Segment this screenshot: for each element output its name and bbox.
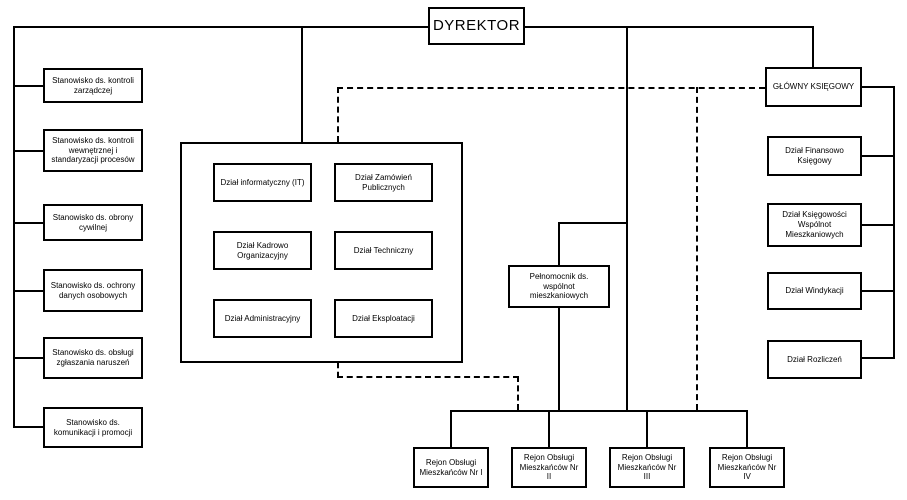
connector-stub-region-3	[646, 410, 648, 447]
node-rejon-2: Rejon Obsługi Mieszkańców Nr II	[511, 447, 587, 488]
node-glowny-ksiegowy: GŁÓWNY KSIĘGOWY	[765, 67, 862, 107]
node-dzial-informatyczny: Dział informatyczny (IT)	[213, 163, 312, 202]
node-dzial-kadrowo: Dział Kadrowo Organizacyjny	[213, 231, 312, 270]
node-rejon-3: Rejon Obsługi Mieszkańców Nr III	[609, 447, 685, 488]
connector-stub-region-2	[548, 410, 550, 447]
connector-representative-branch-horizontal	[558, 222, 628, 224]
node-dzial-eksploatacji: Dział Eksploatacji	[334, 299, 433, 338]
node-stanowisko-komunikacji: Stanowisko ds. komunikacji i promocji	[43, 407, 143, 448]
connector-accounting-spine-vertical	[893, 86, 895, 359]
connector-stub-accounting-3	[862, 290, 893, 292]
node-stanowisko-kontroli-zarzadczej: Stanowisko ds. kontroli zarządczej	[43, 68, 143, 103]
connector-stub-region-1	[450, 410, 452, 447]
node-rejon-1: Rejon Obsługi Mieszkańców Nr I	[413, 447, 489, 488]
connector-top-left-horizontal	[13, 26, 428, 28]
node-stanowisko-obslugi-zglaszania: Stanowisko ds. obsługi zgłaszania narusz…	[43, 337, 143, 379]
connector-stub-staff-4	[13, 290, 43, 292]
node-stanowisko-ochrony-danych: Stanowisko ds. ochrony danych osobowych	[43, 269, 143, 312]
connector-accountant-right-stub	[862, 86, 893, 88]
node-pelnomocnik: Pełnomocnik ds. wspólnot mieszkaniowych	[508, 265, 610, 308]
connector-stub-accounting-1	[862, 155, 893, 157]
dashed-connector-right-vertical	[696, 87, 698, 410]
connector-stub-staff-6	[13, 426, 43, 428]
node-dyrektor: DYREKTOR	[428, 7, 525, 45]
connector-director-to-accountant-vertical	[812, 26, 814, 68]
connector-stub-accounting-2	[862, 224, 893, 226]
dashed-connector-horizontal-upper	[337, 87, 765, 89]
connector-stub-staff-2	[13, 150, 43, 152]
node-dzial-rozliczen: Dział Rozliczeń	[767, 340, 862, 379]
connector-representative-bottom-stub	[558, 308, 560, 412]
connector-regions-horizontal	[451, 410, 748, 412]
dashed-connector-to-container-top	[337, 87, 339, 142]
connector-stub-staff-5	[13, 357, 43, 359]
connector-left-spine-vertical	[13, 26, 15, 428]
connector-stub-staff-3	[13, 222, 43, 224]
node-dzial-zamowien: Dział Zamówień Publicznych	[334, 163, 433, 202]
dashed-connector-horizontal-lower	[337, 376, 519, 378]
dashed-connector-container-bottom-stub	[337, 363, 339, 377]
node-dzial-techniczny: Dział Techniczny	[334, 231, 433, 270]
node-dzial-administracyjny: Dział Administracyjny	[213, 299, 312, 338]
node-stanowisko-obrony-cywilnej: Stanowisko ds. obrony cywilnej	[43, 204, 143, 241]
node-rejon-4: Rejon Obsługi Mieszkańców Nr IV	[709, 447, 785, 488]
connector-stub-accounting-4	[862, 357, 893, 359]
node-stanowisko-kontroli-wewnetrznej: Stanowisko ds. kontroli wewnętrznej i st…	[43, 129, 143, 172]
connector-director-to-departments-vertical	[301, 26, 303, 142]
connector-main-center-vertical	[626, 26, 628, 412]
connector-representative-top-stub	[558, 222, 560, 265]
connector-stub-staff-1	[13, 85, 43, 87]
node-dzial-windykacji: Dział Windykacji	[767, 272, 862, 310]
dashed-connector-to-regions-line	[517, 376, 519, 410]
connector-top-right-horizontal	[525, 26, 814, 28]
node-dzial-ksiegowosci-wspolnot: Dział Księgowości Wspólnot Mieszkaniowyc…	[767, 203, 862, 247]
connector-stub-region-4	[746, 410, 748, 447]
node-dzial-finansowo-ksiegowy: Dział Finansowo Księgowy	[767, 136, 862, 176]
